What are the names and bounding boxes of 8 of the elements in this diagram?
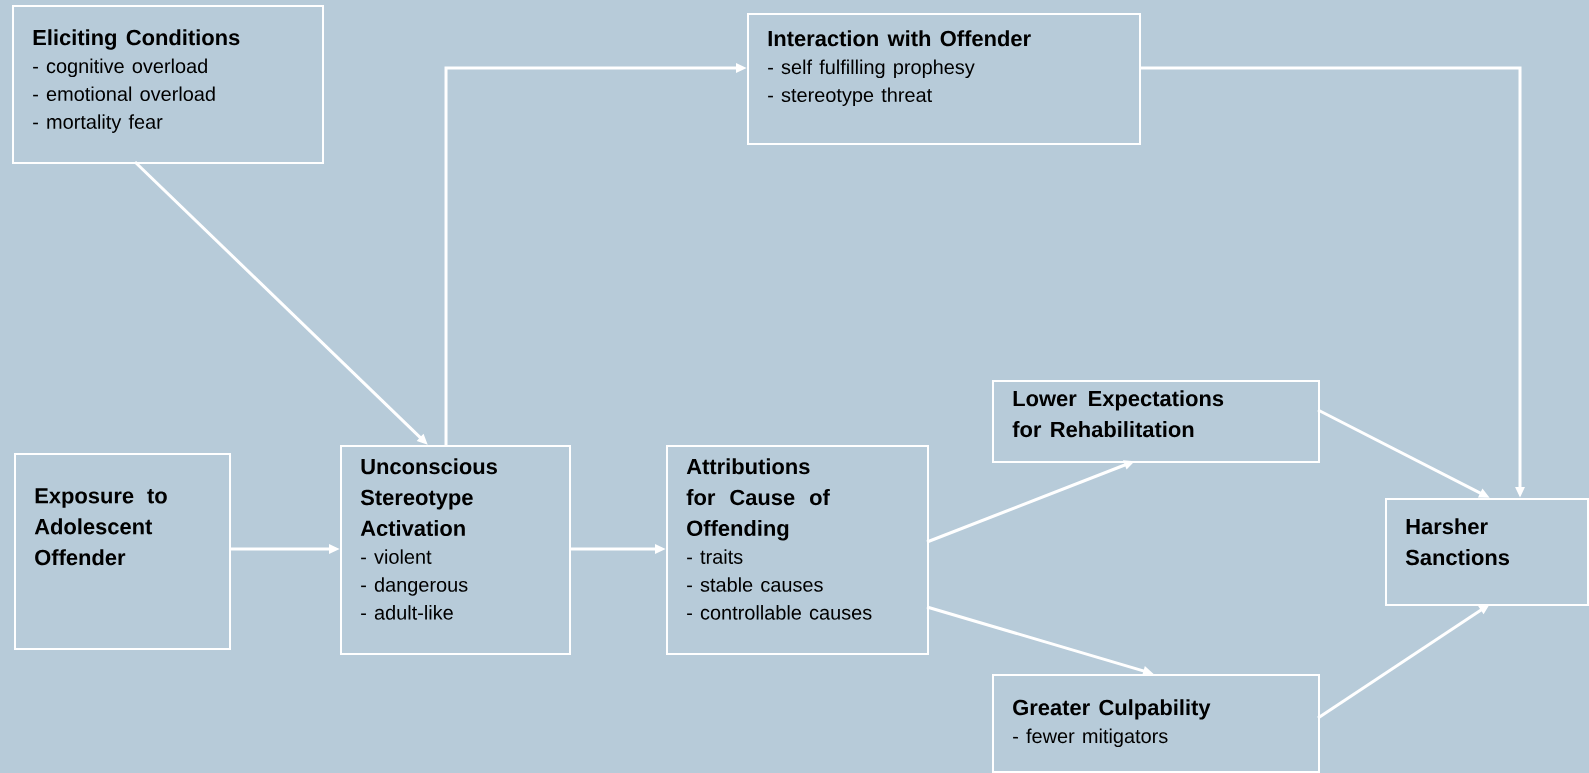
process-box: Lower Expectations for Rehabilitation (992, 380, 1320, 463)
process-box: Eliciting Conditions - cognitive overload - emotional overload - mortality fear (12, 5, 324, 164)
process-box: Harsher Sanctions (1385, 498, 1589, 606)
process-box: Exposure to Adolescent Offender (14, 453, 231, 650)
process-box: Attributions for Cause of Offending - traits - stable causes - controllable causes (666, 445, 929, 655)
process-box: Unconscious Stereotype Activation - violent - dangerous - adult-like (340, 445, 571, 655)
process-box: Greater Culpability - fewer mitigators (992, 674, 1320, 773)
process-box: Interaction with Offender - self fulfilling prophesy - stereotype threat (747, 13, 1141, 145)
